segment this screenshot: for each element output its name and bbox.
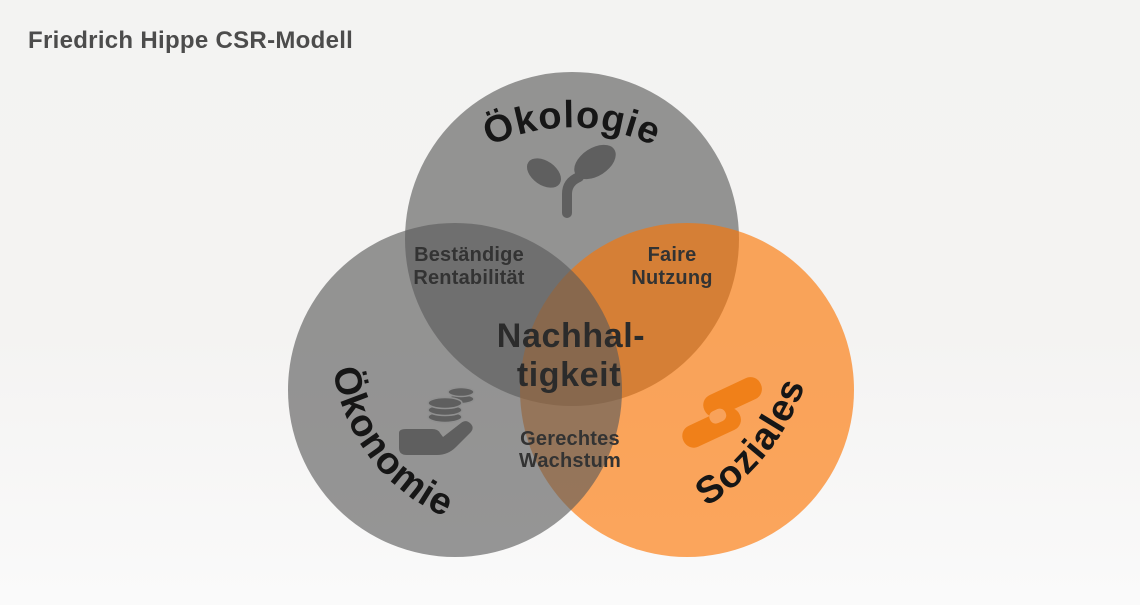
overlap-line: Beständige [414,244,524,266]
sprout-left-leaf [526,158,562,188]
handshake-lower-hand [682,407,741,448]
sprout-icon [526,144,616,218]
overlap-oekologie-oekonomie-label: Beständige Rentabilität [413,244,524,289]
sprout-right-leaf [574,144,616,180]
overlap-line: Rentabilität [413,267,524,289]
overlap-oekonomie-soziales-label: Gerechtes Wachstum [519,428,621,472]
coins-hand-icon [399,386,475,455]
center-line: tigkeit [517,356,621,394]
center-label-nachhaltigkeit: Nachhal- tigkeit [497,317,645,394]
overlap-line: Gerechtes [520,428,620,450]
overlap-line: Wachstum [519,450,621,472]
center-line: Nachhal- [497,317,645,355]
open-hand [399,421,473,455]
soziales-circle [520,223,854,557]
venn-circles [288,72,854,557]
coin [447,386,475,398]
overlap-line: Faire [648,244,697,266]
coin [427,396,463,410]
sprout-stem [562,172,584,218]
handshake-upper-hand [703,377,762,417]
page-title: Friedrich Hippe CSR-Modell [28,27,354,54]
handshake-gap [709,408,727,424]
overlap-line: Nutzung [631,267,712,289]
overlap-oekologie-soziales-label: Faire Nutzung [631,244,712,289]
handshake-icon [682,377,762,448]
